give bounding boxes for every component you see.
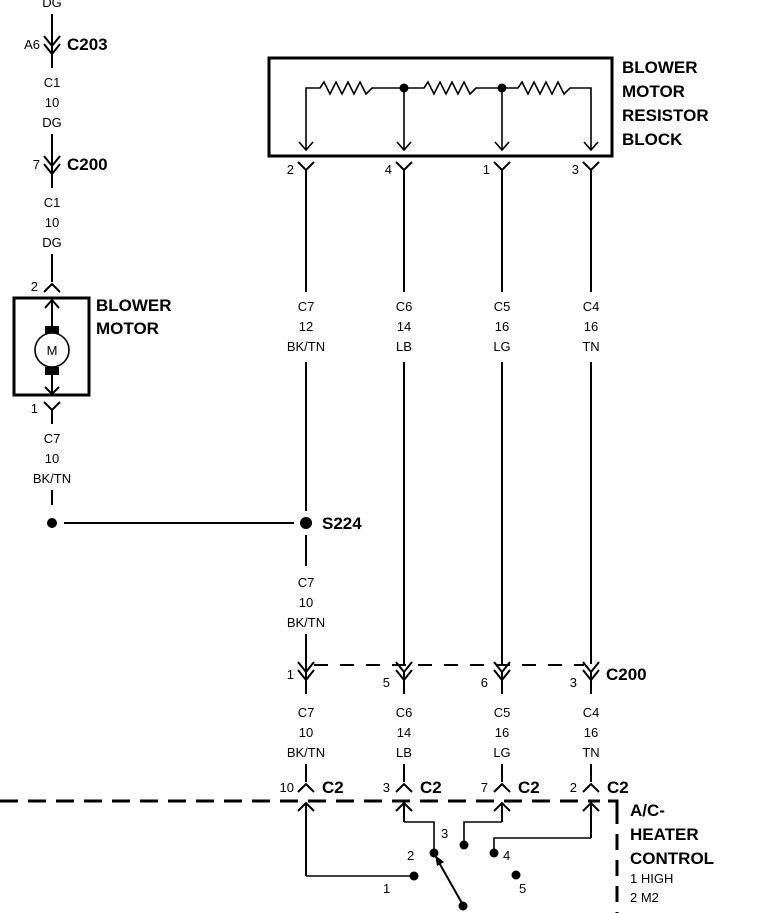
resistor-pin-label: 3 — [572, 162, 579, 177]
motor-pin2-connector-symbol — [43, 282, 61, 293]
wire-color-label: TN — [582, 745, 599, 760]
resistor-block-title-line2: MOTOR — [622, 82, 685, 101]
wire-circuit-label: C7 — [298, 705, 315, 720]
wire-color-label: LG — [493, 745, 510, 760]
control-title-line2: HEATER — [630, 825, 699, 844]
c203-pin-label: A6 — [24, 37, 40, 52]
c2-pin-label: 2 — [570, 780, 577, 795]
motor-pin-top-label: 2 — [31, 279, 38, 294]
switch-position-label: 3 — [441, 826, 448, 841]
wire-circuit-label: C6 — [396, 299, 413, 314]
junction-dot — [47, 518, 57, 528]
c200-pin-label: 6 — [481, 675, 488, 690]
wire-gauge-label: 16 — [584, 319, 598, 334]
wire-gauge-label: 12 — [299, 319, 313, 334]
wire-circuit-label: C7 — [44, 431, 61, 446]
motor-icon — [34, 298, 70, 396]
wire-gauge-label: 10 — [299, 595, 313, 610]
wire-circuit-label: C7 — [298, 575, 315, 590]
motor-symbol-label: M — [47, 343, 58, 358]
wire-gauge-label: 16 — [495, 725, 509, 740]
wire-gauge-label: 16 — [584, 725, 598, 740]
c203-connector-symbol — [43, 35, 61, 68]
wire-gauge-label: 14 — [397, 319, 411, 334]
wire-gauge-label: 10 — [45, 95, 59, 110]
wire-circuit-label: C5 — [494, 299, 511, 314]
wire-color-label: LB — [396, 339, 412, 354]
wire-color-label: BK/TN — [287, 339, 325, 354]
c200-pin-label: 3 — [570, 675, 577, 690]
blower-motor-box — [12, 296, 91, 397]
wire-circuit-label: C4 — [583, 299, 600, 314]
c203-connector-label: C203 — [67, 35, 108, 54]
switch-position-label: 2 — [407, 848, 414, 863]
wire-circuit-label: C1 — [44, 195, 61, 210]
control-title-line3: CONTROL — [630, 849, 714, 868]
motor-pin1-connector-symbol — [43, 401, 61, 412]
c200-top-pin-label: 7 — [33, 157, 40, 172]
c2-connector-label: C2 — [607, 778, 629, 797]
wire-color-label: DG — [42, 115, 62, 130]
wire-circuit-label: C5 — [494, 705, 511, 720]
switch-position-label: 1 — [383, 881, 390, 896]
c2-pin-label: 7 — [481, 780, 488, 795]
resistor-pin-label: 1 — [483, 162, 490, 177]
resistor-pin-label: 2 — [287, 162, 294, 177]
wire-gauge-label: 10 — [45, 451, 59, 466]
blower-motor-title-line2: MOTOR — [96, 319, 159, 338]
lower-wire-lines — [305, 764, 592, 782]
wire-color-label: BK/TN — [287, 745, 325, 760]
c2-connector-label: C2 — [420, 778, 442, 797]
c200-pin-label: 5 — [383, 675, 390, 690]
c2-connector-label: C2 — [518, 778, 540, 797]
c200-mid-connector-symbols — [297, 661, 600, 694]
c200-pin-label: 1 — [287, 667, 294, 682]
wire-color-label: BK/TN — [287, 615, 325, 630]
wire-color-label: TN — [582, 339, 599, 354]
control-legend-line2: 2 M2 — [630, 890, 659, 905]
c2-connector-symbols — [297, 782, 600, 793]
resistor-pin-label: 4 — [385, 162, 392, 177]
c200-top-connector-symbol — [43, 155, 61, 188]
wire-gauge-label: 10 — [299, 725, 313, 740]
control-dashed-outline-corner — [608, 799, 619, 808]
wire-circuit-label: C6 — [396, 705, 413, 720]
wire-circuit-label: C1 — [44, 75, 61, 90]
wire-color-label: LB — [396, 745, 412, 760]
wire-color-label: DG — [42, 235, 62, 250]
wire-circuit-label: C7 — [298, 299, 315, 314]
blower-motor-title-line1: BLOWER — [96, 296, 172, 315]
wire-gauge-label: 16 — [495, 319, 509, 334]
splice-dot — [300, 517, 312, 529]
wire-color-label: BK/TN — [33, 471, 71, 486]
wire-color-label: LG — [493, 339, 510, 354]
resistor-block-title-line4: BLOCK — [622, 130, 683, 149]
motor-pin-bottom-label: 1 — [31, 401, 38, 416]
upper-wire-lines — [305, 170, 592, 664]
switch-position-label: 4 — [503, 848, 510, 863]
control-title-line1: A/C- — [630, 801, 665, 820]
resistor-block-box — [267, 56, 614, 158]
c2-pin-label: 10 — [280, 780, 294, 795]
resistor-block-title-line1: BLOWER — [622, 58, 698, 77]
wire-circuit-label: C4 — [583, 705, 600, 720]
c200-top-connector-label: C200 — [67, 155, 108, 174]
wire-gauge-label: 10 — [45, 215, 59, 230]
wire-gauge-label: 14 — [397, 725, 411, 740]
resistor-block-title-line3: RESISTOR — [622, 106, 709, 125]
c200-mid-connector-label: C200 — [606, 665, 647, 684]
top-wire-color-label: DG — [42, 0, 62, 10]
control-legend-line1: 1 HIGH — [630, 871, 673, 886]
switch-position-label: 5 — [519, 881, 526, 896]
splice-label: S224 — [322, 514, 362, 533]
c2-pin-label: 3 — [383, 780, 390, 795]
control-switch-wiring — [297, 801, 600, 911]
c2-connector-label: C2 — [322, 778, 344, 797]
resistor-network — [298, 80, 599, 152]
resistor-block-pin-connectors — [297, 161, 600, 172]
